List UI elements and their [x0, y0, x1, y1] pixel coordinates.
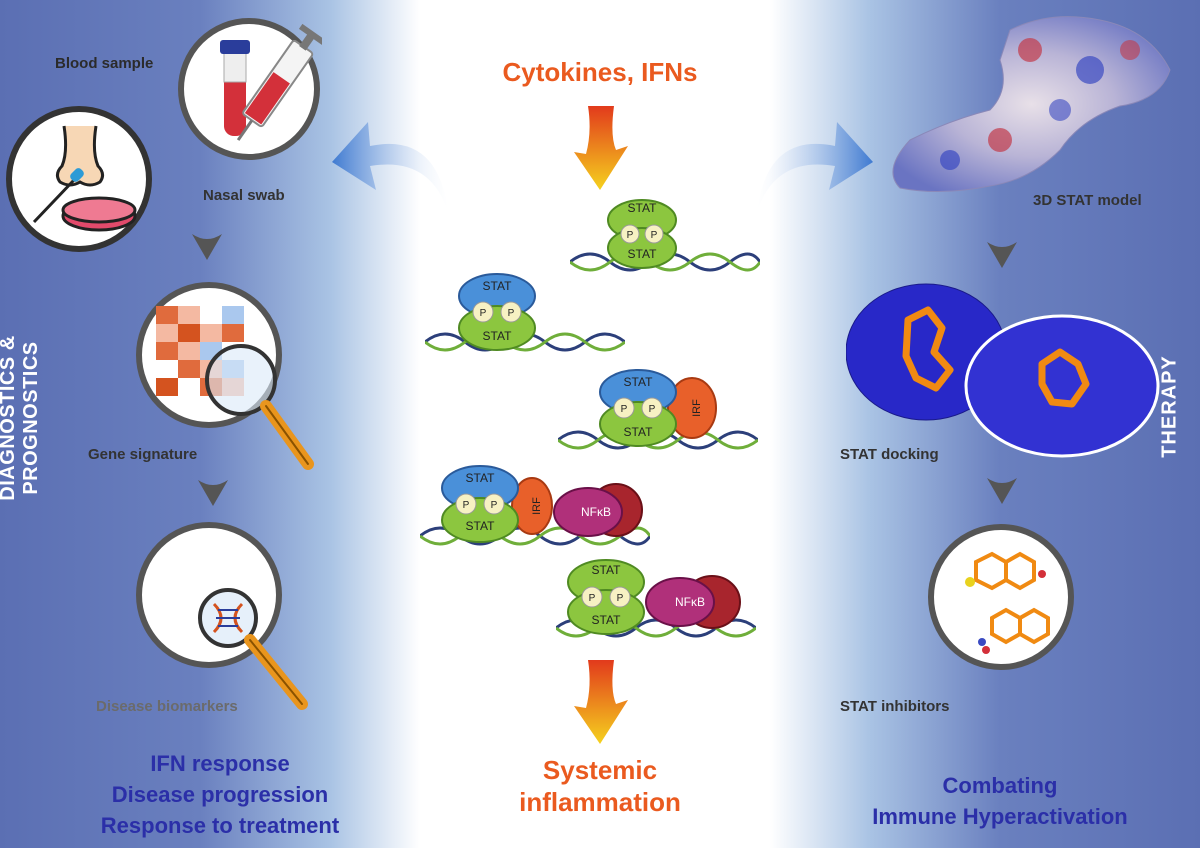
stat-dimer-complex-1: STAT STAT P P	[570, 199, 760, 272]
cytokines-title: Cytokines, IFNs	[502, 57, 698, 87]
p-label: P	[649, 404, 656, 415]
irf-label: IRF	[691, 399, 703, 417]
down-arrow-icon	[987, 478, 1017, 504]
stat-nfkb-complex: STAT STAT P P NFκB	[556, 559, 756, 638]
irf-label: IRF	[531, 497, 543, 515]
stat-irf-complex: STAT STAT P P IRF	[558, 369, 758, 450]
stat-inhibitors-label: STAT inhibitors	[840, 698, 950, 715]
p-label: P	[491, 500, 498, 511]
stat-label: STAT	[466, 471, 496, 485]
right-curved-arrow-icon	[757, 122, 873, 212]
stat-docking-label: STAT docking	[840, 446, 939, 463]
stat-label: STAT	[592, 563, 622, 577]
stat-label: STAT	[466, 519, 496, 533]
disease-biomarkers-label: Disease biomarkers	[96, 698, 238, 715]
p-label: P	[463, 500, 470, 511]
left-curved-arrow-icon	[332, 122, 448, 212]
p-label: P	[627, 230, 634, 241]
p-label: P	[480, 308, 487, 319]
outcome-ifn-response: IFN response	[150, 751, 290, 776]
stat-3d-model-icon	[892, 16, 1171, 193]
outcome-combating: Combating	[942, 773, 1058, 798]
nfkb-label: NFκB	[581, 505, 611, 519]
right-outcome: Combating Immune Hyperactivation	[840, 770, 1160, 832]
stat-irf-nfkb-complex: STAT STAT P P IRF NFκB	[420, 465, 650, 546]
nfkb-label: NFκB	[675, 595, 705, 609]
blood-sample-label: Blood sample	[55, 55, 154, 72]
stat-label: STAT	[592, 613, 622, 627]
orange-down-arrow-icon	[574, 660, 628, 744]
nasal-swab-icon	[6, 106, 152, 252]
p-label: P	[621, 404, 628, 415]
stat-inhibitors-icon	[928, 524, 1074, 670]
orange-down-arrow-icon	[574, 106, 628, 190]
systemic-inflammation-title: Systemic inflammation	[440, 754, 760, 818]
p-label: P	[651, 230, 658, 241]
diagnostics-vertical-label: DIAGNOSTICS & PROGNOSTICS	[0, 335, 42, 501]
outcome-disease-progression: Disease progression	[111, 782, 329, 807]
gene-signature-icon	[136, 282, 314, 470]
outcome-response-to-treatment: Response to treatment	[100, 813, 340, 838]
stat-label: STAT	[483, 279, 513, 293]
stat-label: STAT	[624, 425, 654, 439]
systemic-inflammation-line1: Systemic	[542, 755, 658, 785]
p-label: P	[617, 593, 624, 604]
systemic-inflammation-line2: inflammation	[519, 787, 681, 817]
p-label: P	[508, 308, 515, 319]
down-arrow-icon	[192, 234, 222, 260]
stat-label: STAT	[628, 247, 658, 261]
stat-dimer-complex-2: STAT STAT P P	[425, 273, 625, 352]
down-arrow-icon	[987, 242, 1017, 268]
stat-label: STAT	[624, 375, 654, 389]
p-label: P	[589, 593, 596, 604]
down-arrow-icon	[198, 480, 228, 506]
outcome-immune-hyperactivation: Immune Hyperactivation	[872, 804, 1128, 829]
blood-sample-icon	[178, 18, 322, 160]
stat-docking-icon	[846, 283, 1160, 458]
nasal-swab-label: Nasal swab	[203, 187, 285, 204]
left-outcome-list: IFN response Disease progression Respons…	[70, 748, 370, 841]
stat-label: STAT	[483, 329, 513, 343]
disease-biomarkers-icon	[136, 522, 308, 710]
stat-label: STAT	[628, 201, 658, 215]
stat-3d-model-label: 3D STAT model	[1033, 192, 1142, 209]
gene-signature-label: Gene signature	[88, 446, 198, 463]
